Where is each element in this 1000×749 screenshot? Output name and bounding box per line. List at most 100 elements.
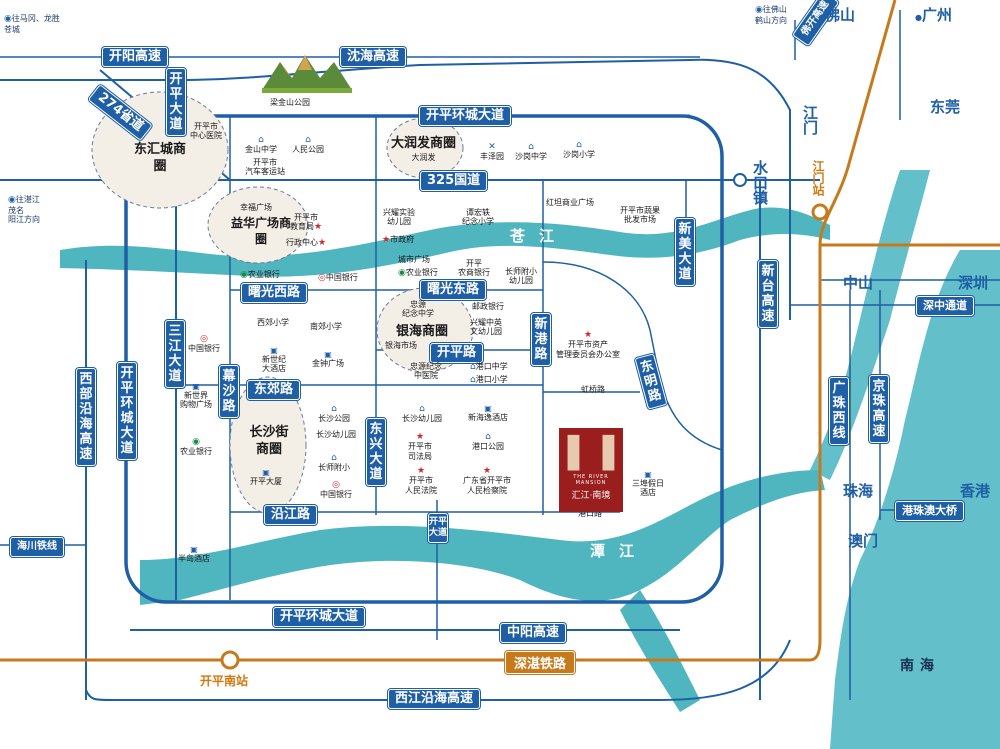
poi-xingyao-kindergarten: 兴耀实验 幼儿园 — [383, 208, 415, 227]
city-jiangmen: 江门 — [801, 105, 819, 135]
poi-procuratorate: ★广东省开平市 人民检察院 — [463, 466, 511, 495]
poi-post-bank: 邮政银行 — [472, 302, 504, 311]
project-name-en: THE RIVER MANSION — [573, 474, 609, 486]
poi-education-bureau: 开平市 教育局★ — [290, 213, 323, 233]
poi-sanbu-holiday-hotel: ▣三埠假日 酒店 — [632, 470, 664, 498]
district-changshajie: 长沙街商圈 — [249, 425, 289, 457]
project-marker[interactable]: ▌▐ THE RIVER MANSION 汇江·南境 — [559, 428, 623, 512]
road-xintai-expressway: 新台高速 — [758, 260, 778, 328]
road-shenzhong-channel: 深中通道 — [916, 296, 974, 316]
poi-gangkou-road: 港口路 — [578, 509, 602, 518]
district-donghui: 东汇城商圈 — [133, 142, 186, 174]
poi-hongqiao-road: 虹桥路 — [581, 385, 605, 394]
poi-boc-1: ◎中国银行 — [318, 273, 358, 283]
railway-shenzhan: 深湛铁路 — [505, 651, 576, 674]
road-zhongyang-expressway: 中阳高速 — [500, 623, 567, 643]
road-ring-west: 开平环城大道 — [117, 362, 137, 460]
direction-west: ◉往湛江 茂名 阳江方向 — [8, 195, 40, 225]
poi-hongtan-plaza: 红坦商业广场 — [546, 198, 594, 207]
road-guangzhu-west: 广珠西线 — [829, 377, 849, 445]
poi-shagang-primary: ⌂沙岗小学 — [563, 140, 595, 160]
poi-gangkou-middle: ⌂港口中学 — [470, 362, 508, 372]
poi-yinhai-market: 银海市场 — [385, 341, 417, 350]
project-name-cn: 汇江·南境 — [571, 491, 611, 501]
poi-gangkou-primary: ⌂港口小学 — [470, 375, 508, 385]
poi-new-century-hotel: ▣新世纪 大酒店 — [262, 346, 286, 374]
road-xingang: 新港路 — [531, 313, 551, 366]
district-yihua: 益华广场商圈 — [230, 216, 291, 246]
poi-wholesale-market: 开平市蔬果 批发市场 — [620, 206, 660, 225]
poi-jinzhong-square: ▣金钟广场 — [312, 350, 344, 369]
poi-fengze: ✕丰泽园 — [480, 142, 504, 162]
poi-bandao-hotel: ▣半岛酒店 — [178, 545, 210, 564]
poi-zhongyuan-hospital: 忠源纪念 中医院 — [410, 362, 442, 381]
direction-northwest: ◉往马冈、龙胜 苍城 — [4, 14, 60, 34]
poi-shagang-middle: ⌂沙岗中学 — [515, 142, 547, 162]
poi-zhongyuan-middle: 忠源 纪念中学 — [402, 300, 434, 319]
poi-changshi-primary: ⌂长师附小 — [318, 453, 350, 473]
poi-changsha-kindergarten: 长沙幼儿园 — [316, 430, 356, 439]
road-shuguang-west: 曙光西路 — [241, 283, 308, 303]
poi-changsha-kindergarten-2: ⌂长沙幼儿园 — [402, 404, 442, 424]
river-cangjiang-label: 苍江 — [510, 227, 569, 245]
road-sanjiang-avenue: 三江大道 — [165, 320, 185, 388]
poi-agri-bank-3: ◉农业银行 — [180, 437, 212, 457]
road-dongjiao: 东郊路 — [247, 380, 301, 400]
poi-boc-2: ◎中国银行 — [188, 334, 220, 354]
tanjiang-river — [140, 470, 825, 605]
road-kaiping-avenue-south: 开平大道 — [428, 513, 448, 543]
poi-new-world-mall: ▣新世界 购物广场 — [180, 382, 212, 410]
poi-changshi-kindergarten: 长师附小 幼儿园 — [505, 267, 537, 286]
poi-kaiping-mansion: ▣开平大厦 — [250, 468, 282, 487]
road-xibu-coastal-expressway: 西部沿海高速 — [76, 368, 96, 466]
road-hkzm-bridge: 港珠澳大桥 — [895, 501, 964, 521]
district-darunfa: 大润发商圈 大润发 — [391, 136, 457, 162]
road-ring-north: 开平环城大道 — [419, 106, 512, 126]
station-kaiping-south: 开平南站 — [200, 674, 249, 688]
road-ring-south: 开平环城大道 — [273, 607, 366, 627]
road-xijiang-coastal-expressway: 西江沿海高速 — [388, 689, 481, 709]
poi-changsha-park: ⌂长沙公园 — [318, 404, 350, 424]
poi-gangkou-park: ⌂港口公园 — [472, 432, 504, 452]
poi-agri-bank-2: ◉农业银行 — [398, 268, 438, 278]
poi-boc-3: ◎中国银行 — [320, 480, 352, 500]
district-yinhai: 银海商圈 — [396, 324, 449, 339]
town-shuikou: 水口镇 — [751, 160, 769, 205]
road-shuguang-east: 曙光东路 — [420, 280, 487, 300]
poi-xijiao-school: 西郊小学 — [257, 318, 289, 327]
city-hongkong: 香港 — [960, 482, 991, 500]
station-jiangmen: 江门站 — [811, 160, 825, 196]
poi-tanhong-school: 谭宏轶 纪念小学 — [462, 208, 494, 227]
sea-area — [830, 250, 1000, 749]
poi-xinhaiyi-hotel: ▣新海逸酒店 — [468, 404, 508, 423]
city-foshan: ●佛山 — [818, 6, 855, 24]
city-macao: 澳门 — [848, 532, 879, 550]
city-zhongshan: 中山 — [843, 274, 874, 292]
road-yanjiang: 沿江路 — [264, 505, 318, 525]
poi-city-government: ★市政府 — [382, 235, 415, 245]
poi-admin-center: 行政中心★ — [286, 238, 327, 248]
park-liangjinshan: 梁金山公园 — [270, 98, 310, 107]
direction-northeast: ◉往佛山 鹤山方向 — [755, 5, 787, 25]
poi-agri-bank-1: ◉农业银行 — [240, 270, 280, 280]
sea-nanhai-label: 南海 — [900, 658, 940, 674]
city-guangzhou: ●广州 — [915, 6, 952, 24]
poi-bus-station: 开平市 汽车客运站 — [245, 158, 285, 177]
road-musha: 幕沙路 — [219, 365, 239, 418]
road-haichuan-railway: 海川铁线 — [10, 537, 64, 557]
road-dongxing-avenue: 东兴大道 — [366, 418, 386, 486]
river-tanjiang-label: 潭江 — [590, 542, 649, 560]
poi-nanjiao-school: 南郊小学 — [310, 322, 342, 331]
road-shenhai-expressway: 沈海高速 — [340, 47, 407, 67]
poi-peoples-court: ★开平市 人民法院 — [405, 466, 437, 495]
city-shenzhen: 深圳 — [958, 274, 989, 292]
road-kaiping-avenue-north: 开平大道 — [166, 68, 186, 136]
poi-asset-office: ★开平市资产 管理委员会办公室 — [556, 330, 620, 359]
road-kaiyang-expressway: 开阳高速 — [102, 47, 169, 67]
poi-kaiping-rural-bank: 开平 农商银行 — [458, 259, 490, 278]
poi-kaiping-hospital: 开平市 中心医院 — [190, 122, 222, 141]
poi-renmin-park: ⌂人民公园 — [292, 135, 324, 155]
poi-justice-bureau: ★开平市 司法局 — [408, 432, 432, 461]
